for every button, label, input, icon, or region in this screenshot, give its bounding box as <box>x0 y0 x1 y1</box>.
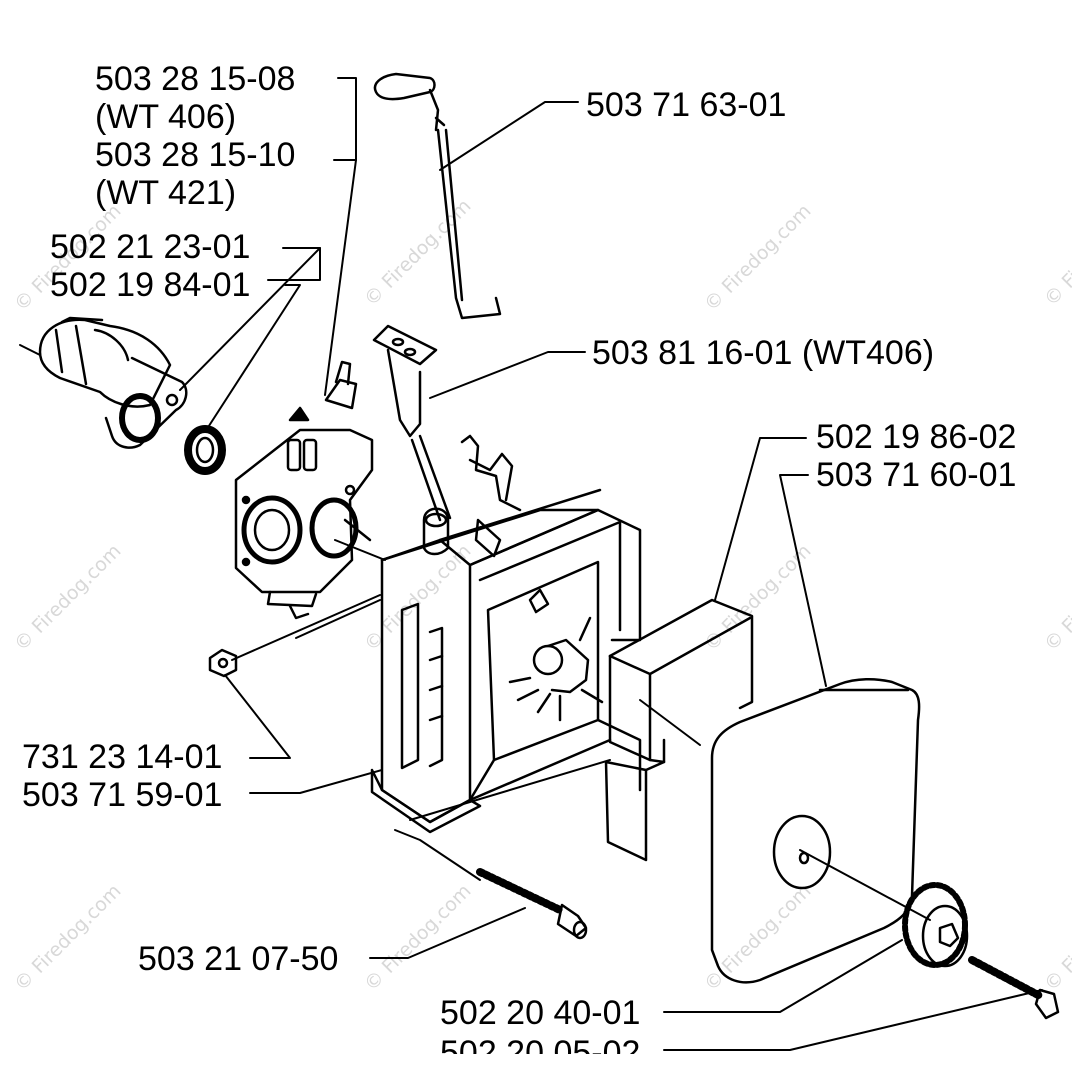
label-503-21-07-50: 503 21 07-50 <box>138 940 339 978</box>
label-wt-421: (WT 421) <box>95 174 237 212</box>
screw-housing-drawing <box>476 868 588 940</box>
carburetor-drawing <box>234 360 374 620</box>
label-503-28-15-08: 503 28 15-08 <box>95 60 296 98</box>
filter-cover-drawing <box>710 678 921 984</box>
label-wt-406: (WT 406) <box>95 98 237 136</box>
choke-lever-drawing <box>372 324 452 522</box>
label-503-71-60-01: 503 71 60-01 <box>816 456 1017 494</box>
label-503-81-16-01: 503 81 16-01 (WT406) <box>592 334 935 372</box>
label-502-20-40-01: 502 20 40-01 <box>440 994 641 1032</box>
screw-knob-drawing <box>968 956 1060 1020</box>
air-filter-housing-drawing <box>370 434 642 834</box>
label-502-21-23-01: 502 21 23-01 <box>50 228 251 266</box>
label-502-19-84-01: 502 19 84-01 <box>50 266 251 304</box>
label-731-23-14-01: 731 23 14-01 <box>22 738 223 776</box>
label-503-71-63-01: 503 71 63-01 <box>586 86 787 124</box>
label-503-28-15-10: 503 28 15-10 <box>95 136 296 174</box>
foam-filter-drawing <box>604 598 754 862</box>
choke-rod-drawing <box>373 72 502 320</box>
label-502-19-86-02: 502 19 86-02 <box>816 418 1017 456</box>
cropped-edge-mask <box>430 1054 670 1090</box>
o-ring-drawing <box>184 425 226 475</box>
nut-drawing <box>208 648 238 678</box>
leader-lines <box>19 77 1043 1051</box>
label-503-71-59-01: 503 71 59-01 <box>22 776 223 814</box>
knob-drawing <box>902 882 969 968</box>
intake-adapter-drawing <box>38 316 188 449</box>
